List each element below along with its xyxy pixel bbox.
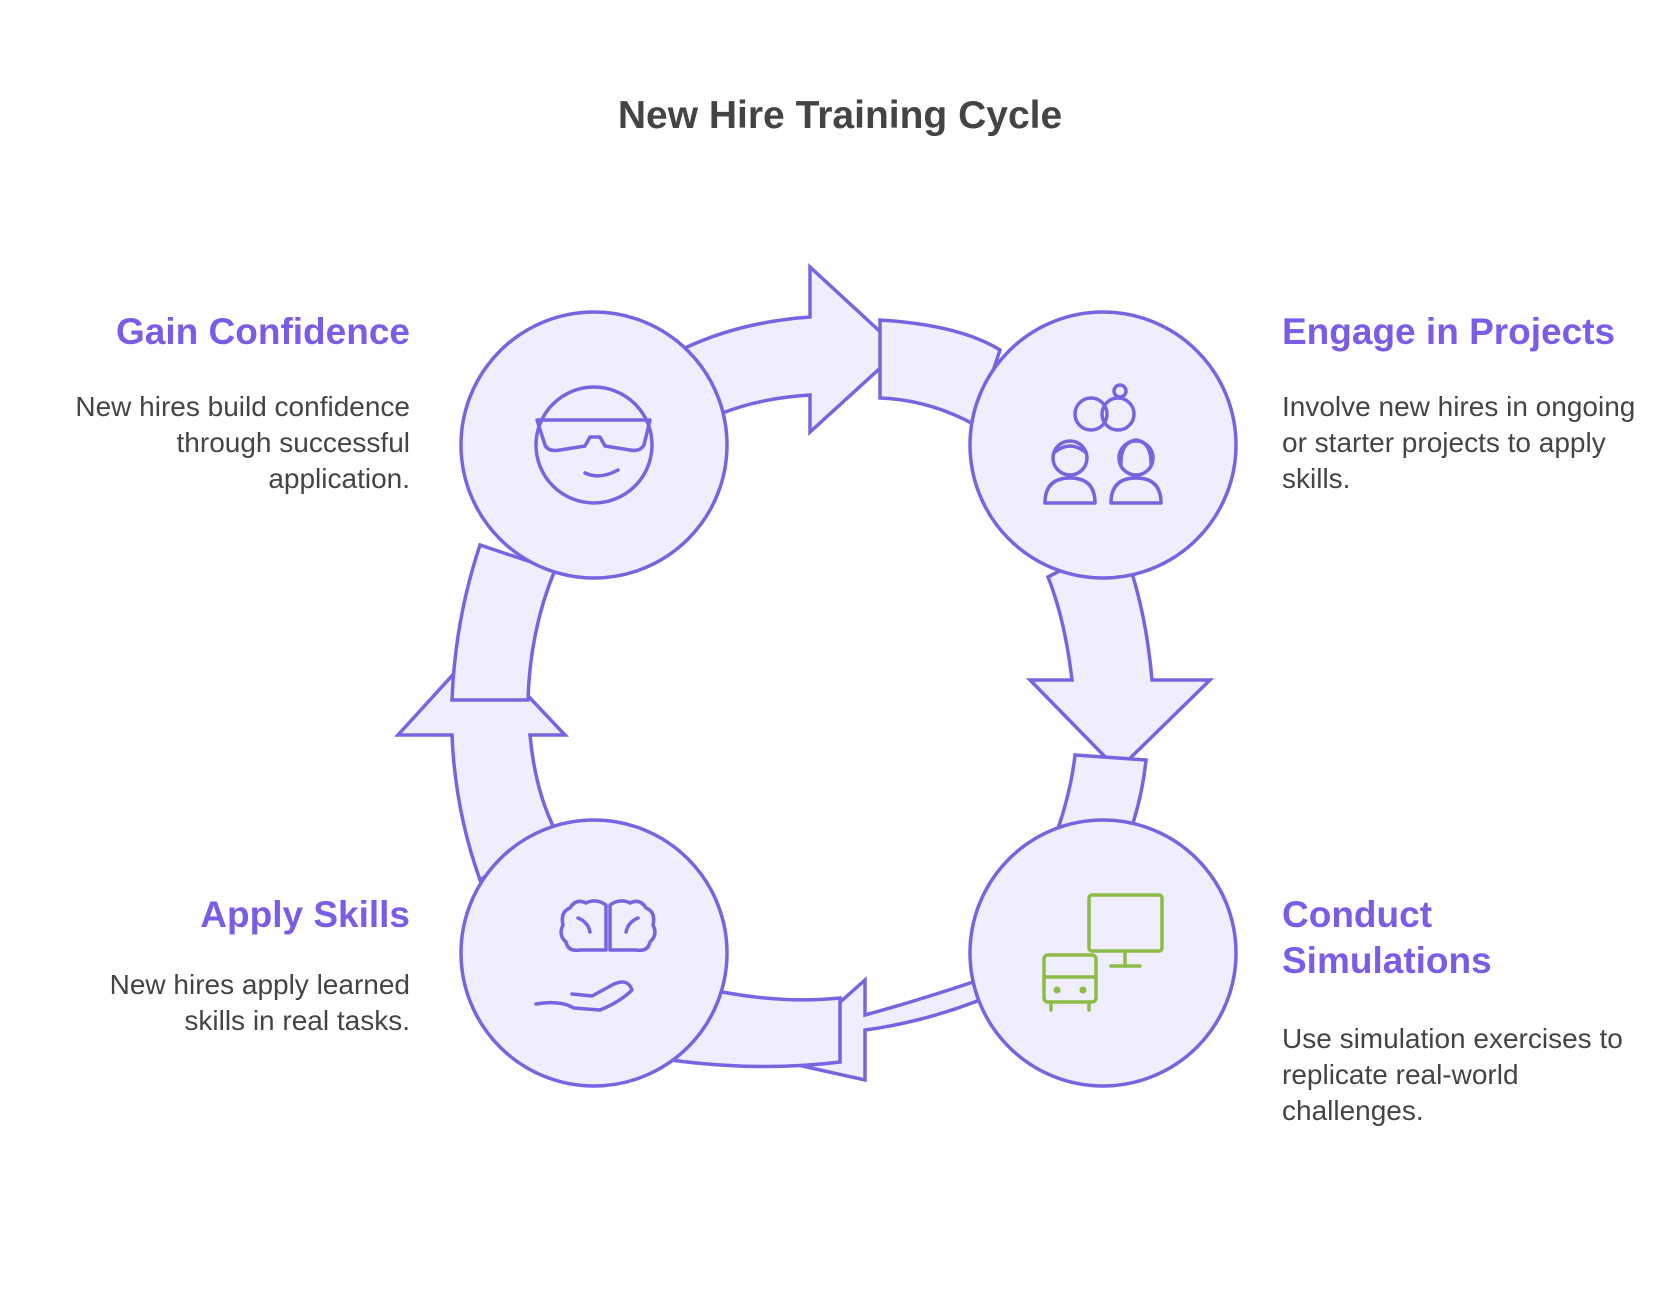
cycle-arrow-left-tail [450, 542, 558, 702]
stage-circle-gain-confidence [459, 310, 729, 580]
stage-circle-conduct-simulations [968, 818, 1238, 1088]
cool-face-icon [534, 385, 654, 505]
monitor-simulator-icon [1042, 893, 1164, 1012]
stage-title-conduct-simulations: Conduct Simulations [1282, 894, 1492, 981]
stage-title-apply-skills: Apply Skills [200, 894, 410, 935]
stage-description-apply-skills: New hires apply learned skills in real t… [109, 969, 410, 1036]
cycle-arrow-top [682, 263, 903, 436]
cycle-arrow-left [394, 642, 570, 883]
stage-title-engage-projects: Engage in Projects [1282, 311, 1616, 352]
stage-description-conduct-simulations: Use simulation exercises to replicate re… [1282, 1023, 1623, 1126]
stage-circle-engage-projects [968, 310, 1238, 580]
cycle-arrow-right [1025, 537, 1215, 773]
people-collaboration-icon [1043, 383, 1163, 505]
stage-title-gain-confidence: Gain Confidence [116, 311, 410, 352]
page-title: New Hire Training Cycle [617, 94, 1063, 137]
stage-description-gain-confidence: New hires build confidence through succe… [75, 391, 410, 494]
brain-hand-icon [534, 899, 657, 1012]
stage-description-engage-projects: Involve new hires in ongoing or starter … [1282, 391, 1636, 494]
stage-circle-apply-skills [459, 818, 729, 1088]
